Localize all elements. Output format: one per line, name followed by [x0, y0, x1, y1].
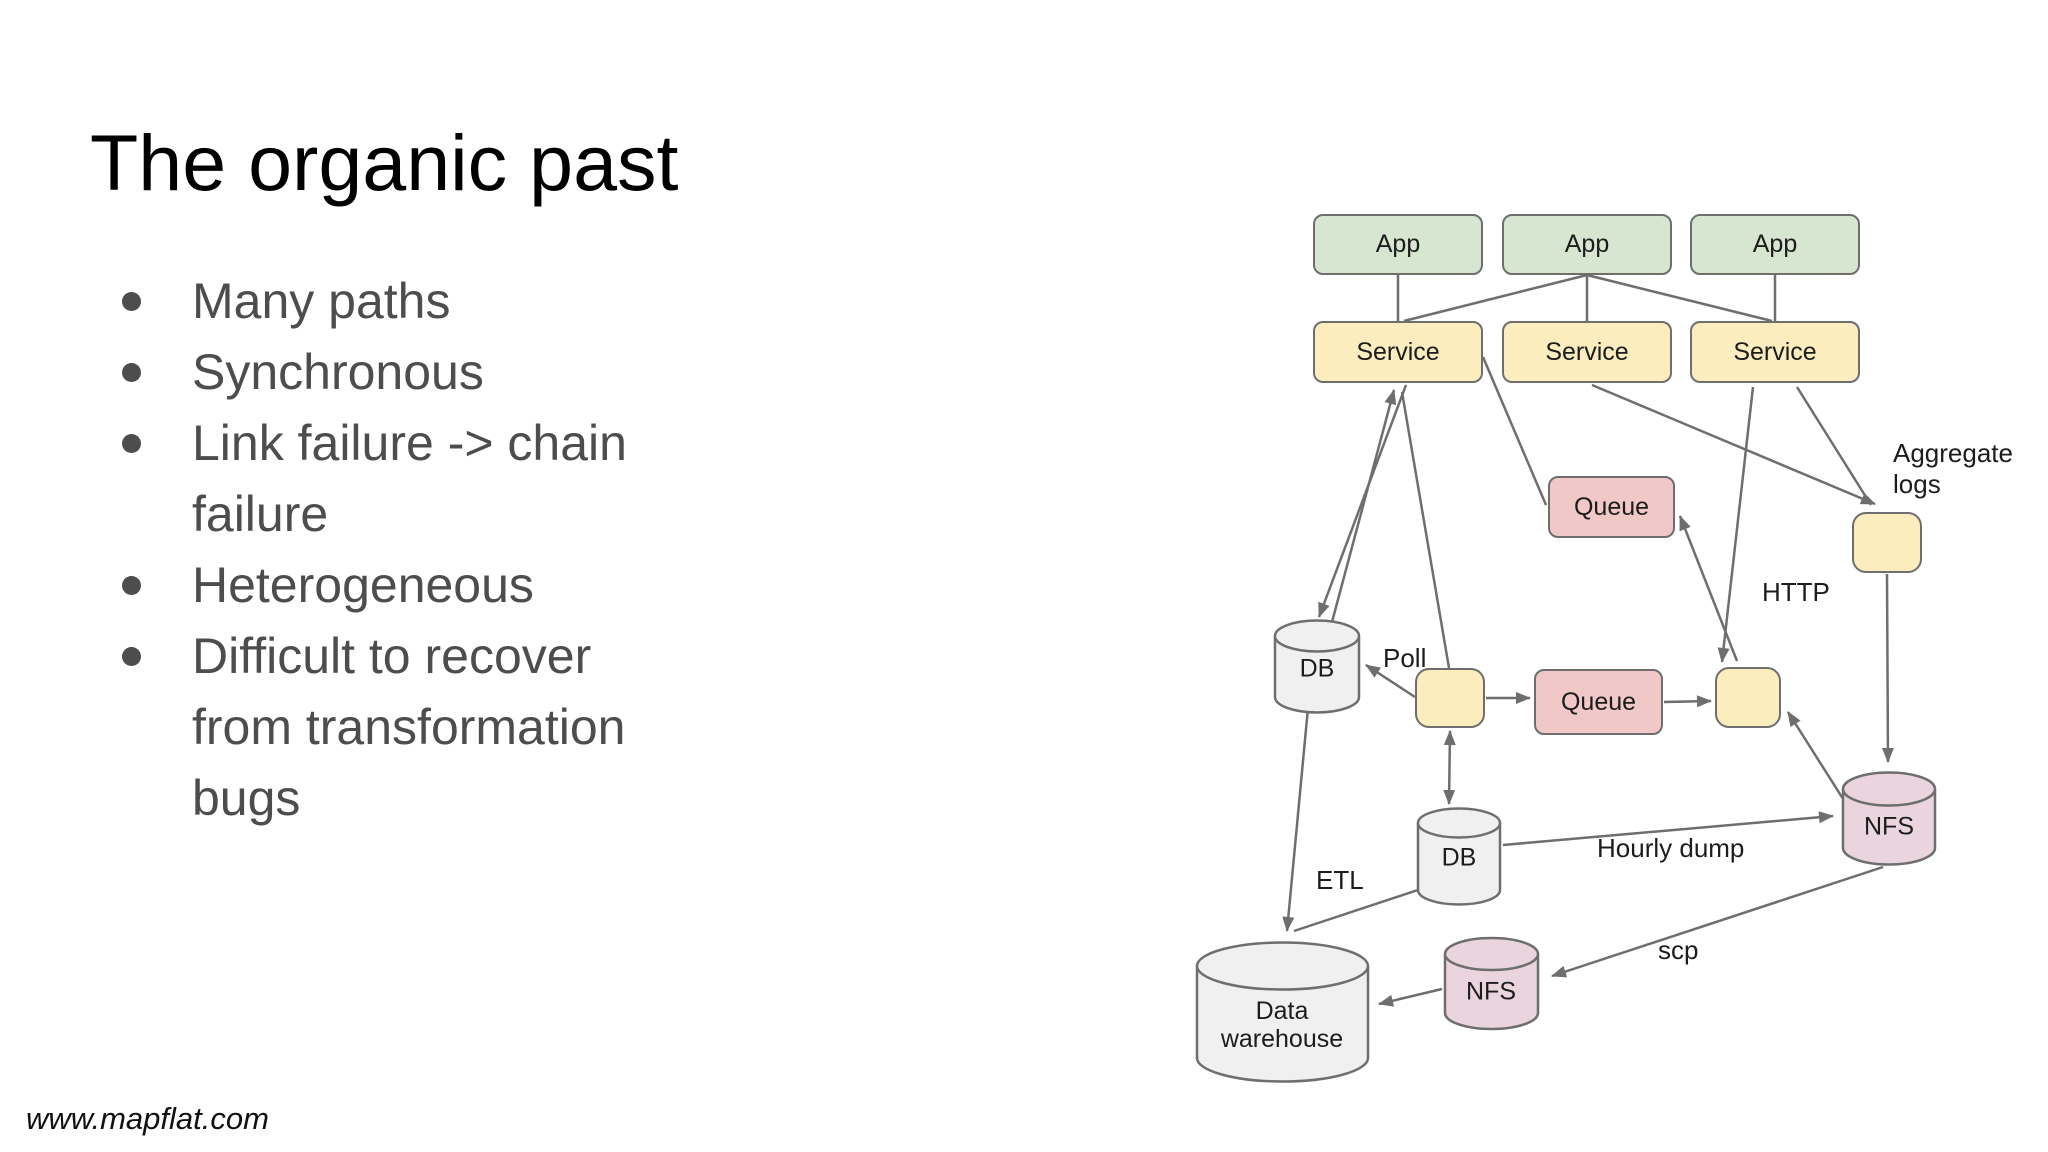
edge-log-aggregator-to-nfs-right [1881, 573, 1894, 763]
service-node-label: Service [1733, 337, 1817, 366]
worker-node-right [1715, 667, 1781, 728]
nfs-cylinder-right [1841, 771, 1937, 866]
edge-nfs-right-to-worker-right [1786, 711, 1847, 803]
edge-nfs-bottom-to-warehouse [1378, 987, 1443, 1007]
queue-node-bottom: Queue [1534, 669, 1663, 735]
app-node-label: App [1564, 230, 1610, 258]
bullet-item: Many paths [100, 266, 700, 337]
bullet-item: Heterogeneous [100, 550, 700, 621]
app-node-3: App [1690, 214, 1860, 275]
queue-node-top: Queue [1548, 476, 1675, 538]
nfs-bottom-label: NFS [1466, 977, 1516, 1006]
edge-db-mid-to-nfs-right-hourly-dump [1502, 811, 1834, 847]
nfs-right-label: NFS [1864, 812, 1914, 841]
hourly-dump-label: Hourly dump [1597, 833, 1745, 863]
db-middle-label: DB [1441, 843, 1477, 872]
edge-service3-to-log-aggregator [1795, 386, 1873, 506]
queue-node-label: Queue [1573, 492, 1650, 521]
edge-db-left-to-warehouse-etl [1282, 707, 1310, 932]
data-warehouse-cylinder [1195, 941, 1370, 1083]
service-node-label: Service [1356, 337, 1440, 366]
edge-nfs-right-to-nfs-bottom-scp [1551, 865, 1884, 978]
app-node-label: App [1752, 230, 1798, 258]
service-node-3: Service [1690, 321, 1860, 383]
scp-label: scp [1658, 935, 1699, 965]
db-cylinder-middle [1416, 807, 1502, 906]
edge-queue-bottom-to-worker-right [1663, 695, 1712, 708]
edge-service1-queue-top [1481, 356, 1548, 506]
edge-worker-left-db-mid-bidirectional [1443, 730, 1456, 805]
data-warehouse-label: Data warehouse [1220, 997, 1344, 1053]
app-node-1: App [1313, 214, 1483, 275]
etl-label: ETL [1316, 865, 1364, 895]
bullet-item: Synchronous [100, 337, 700, 408]
bullet-item: Difficult to recover from transformation… [100, 621, 700, 834]
page-title: The organic past [90, 118, 679, 207]
app-node-2: App [1502, 214, 1672, 275]
db-cylinder-left [1273, 619, 1361, 714]
service-node-2: Service [1502, 321, 1672, 383]
service-node-label: Service [1545, 337, 1629, 366]
edge-db-mid-to-warehouse [1293, 887, 1422, 933]
service-node-1: Service [1313, 321, 1483, 383]
bullet-item: Link failure -> chain failure [100, 408, 700, 550]
app-node-label: App [1375, 230, 1421, 258]
edge-service1-to-db-left [1317, 384, 1408, 618]
edge-service3-to-worker-right-http [1717, 386, 1755, 663]
edge-worker-left-to-service1 [1400, 391, 1451, 669]
nfs-cylinder-bottom [1443, 936, 1540, 1031]
bullet-list: Many paths Synchronous Link failure -> c… [100, 266, 700, 834]
edge-worker-left-to-db-poll [1365, 663, 1416, 699]
db-left-label: DB [1299, 654, 1335, 683]
aggregate-logs-label: Aggregate logs [1893, 438, 2013, 499]
http-label: HTTP [1762, 577, 1830, 607]
edge-app2-service1 [1403, 273, 1588, 323]
poll-label: Poll [1383, 643, 1427, 673]
queue-node-label: Queue [1560, 687, 1637, 716]
edge-db-left-to-service1 [1330, 389, 1397, 623]
log-aggregator-node [1852, 512, 1922, 573]
edge-worker-right-to-queue-top [1678, 515, 1739, 662]
worker-node-left [1415, 668, 1485, 728]
edge-service2-to-log-aggregator [1591, 383, 1876, 506]
website-footer: www.mapflat.com [26, 1101, 269, 1136]
edge-app2-service3 [1586, 273, 1773, 323]
